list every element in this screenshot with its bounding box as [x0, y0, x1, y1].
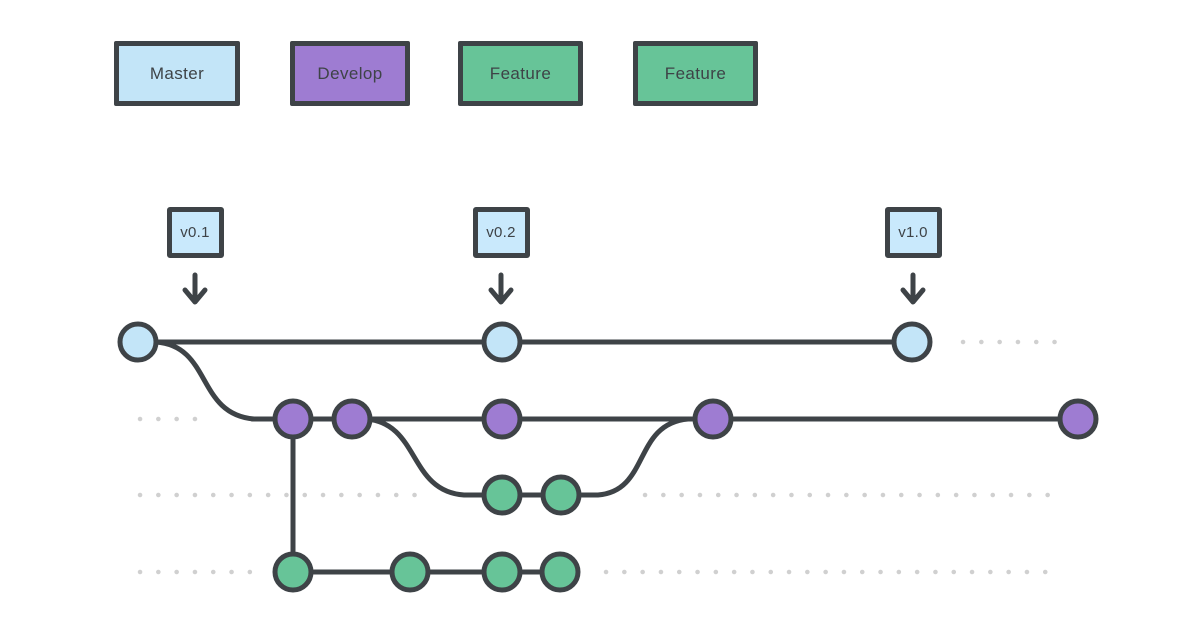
- commit-node-develop: [1057, 398, 1099, 440]
- down-arrow-icon: [182, 272, 208, 305]
- commit-node-feature: [272, 551, 314, 593]
- legend-label-master: Master: [149, 63, 205, 83]
- down-arrow-icon: [488, 272, 514, 305]
- commit-node-develop: [331, 398, 373, 440]
- commit-node-master: [481, 321, 523, 363]
- commit-node-master: [891, 321, 933, 363]
- commit-node-develop: [272, 398, 314, 440]
- tag-box-1: v0.1: [166, 207, 224, 258]
- tag-box-2: v0.2: [472, 207, 530, 258]
- branch-develop-to-feature-top: [363, 416, 691, 498]
- commit-node-feature: [539, 551, 581, 593]
- release-tag-3: v1.0: [882, 207, 944, 308]
- legend-item-develop: Develop: [290, 41, 410, 106]
- commit-node-develop: [692, 398, 734, 440]
- tag-label-1: v0.1: [180, 224, 210, 241]
- down-arrow-icon: [900, 272, 926, 305]
- commit-node-feature: [540, 474, 582, 516]
- commit-node-feature: [481, 474, 523, 516]
- branch-master-to-develop: [153, 339, 257, 422]
- tag-label-3: v1.0: [898, 224, 928, 241]
- commit-node-feature: [481, 551, 523, 593]
- release-tag-2: v0.2: [470, 207, 532, 308]
- release-tag-1: v0.1: [164, 207, 226, 308]
- tag-box-3: v1.0: [884, 207, 942, 258]
- legend-item-feature-1: Feature: [458, 41, 583, 106]
- legend-item-feature-2: Feature: [633, 41, 758, 106]
- legend-label-feature-1: Feature: [489, 63, 552, 83]
- commit-node-master: [117, 321, 159, 363]
- legend-item-master: Master: [114, 41, 240, 106]
- legend-label-develop: Develop: [317, 63, 383, 83]
- commit-node-develop: [481, 398, 523, 440]
- legend-label-feature-2: Feature: [664, 63, 727, 83]
- tag-label-2: v0.2: [486, 224, 516, 241]
- commit-node-feature: [389, 551, 431, 593]
